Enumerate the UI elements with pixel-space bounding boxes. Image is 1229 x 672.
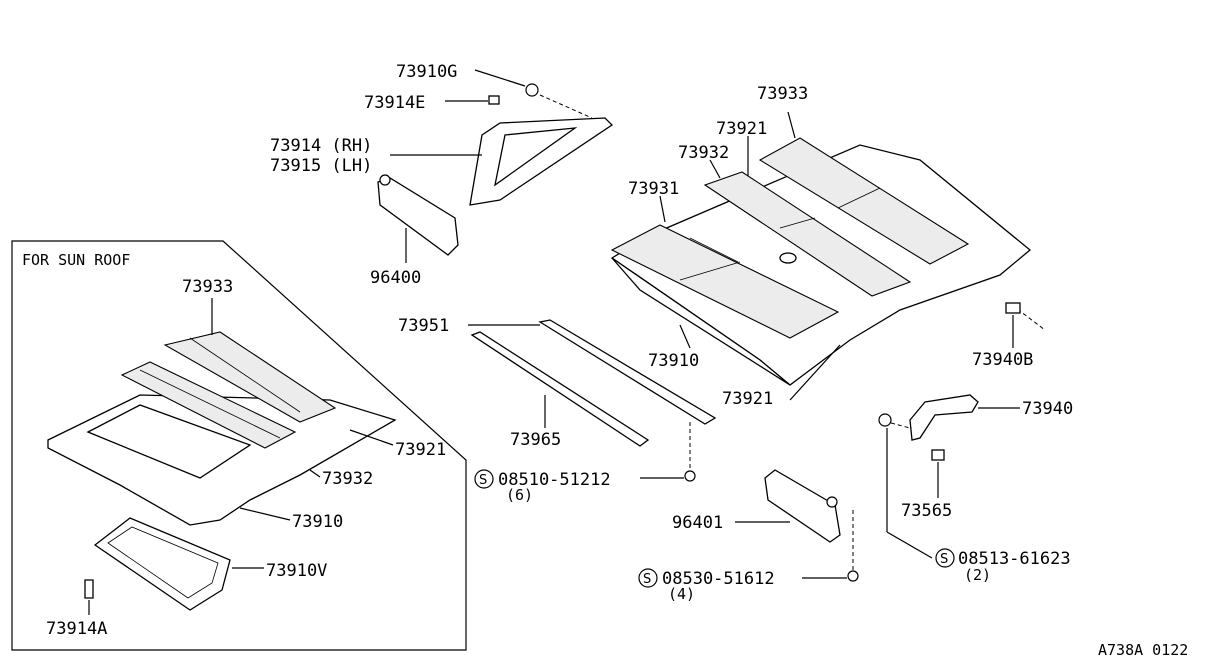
dome-light-hole — [779, 252, 797, 264]
fastener-symbol-text-2: S — [643, 572, 651, 587]
clip-73914E — [488, 95, 500, 105]
inset-label-73932: 73932 — [322, 469, 373, 489]
sun-visor-96401 — [764, 469, 841, 543]
label-73921-bot: 73921 — [722, 389, 773, 409]
inset-label-73914A: 73914A — [46, 619, 107, 639]
fastener-qty-3: (2) — [964, 566, 991, 584]
inset-label-73921: 73921 — [395, 440, 446, 460]
fastener-number-3: 08513-61623 — [958, 549, 1071, 569]
fastener-qty-1: (6) — [506, 486, 533, 504]
headlining-front-edge — [611, 257, 791, 386]
label-96401: 96401 — [672, 513, 723, 533]
inset-sunroof-frame — [93, 517, 231, 611]
fastener-qty-2: (4) — [668, 585, 695, 603]
label-73933: 73933 — [757, 84, 808, 104]
molding-73965 — [470, 331, 650, 447]
inset-clip — [84, 579, 94, 599]
inset-pad-rear — [163, 331, 337, 423]
assist-grip-73940 — [909, 394, 979, 441]
label-73915LH: 73915 (LH) — [270, 156, 372, 176]
sun-visor-96400 — [377, 177, 459, 256]
clip-73910G — [525, 83, 539, 97]
label-73951: 73951 — [398, 316, 449, 336]
cover-73565 — [931, 449, 945, 461]
label-73914RH: 73914 (RH) — [270, 136, 372, 156]
inset-sunroof-opening — [86, 404, 252, 479]
fastener-symbol-3 — [935, 548, 955, 568]
label-73931: 73931 — [628, 179, 679, 199]
label-73921-top: 73921 — [716, 119, 767, 139]
label-73914E: 73914E — [364, 93, 425, 113]
inset-title: FOR SUN ROOF — [22, 251, 130, 269]
label-73965: 73965 — [510, 430, 561, 450]
fastener-symbol-text-1: S — [479, 473, 487, 488]
inset-label-73933: 73933 — [182, 277, 233, 297]
fastener-number-2: 08530-51612 — [662, 569, 775, 589]
grip-trim-window — [494, 127, 578, 187]
label-96400: 96400 — [370, 268, 421, 288]
fastener-number-1: 08510-51212 — [498, 470, 611, 490]
label-73940B: 73940B — [972, 350, 1033, 370]
inset-label-73910V: 73910V — [266, 561, 327, 581]
label-73940: 73940 — [1022, 399, 1073, 419]
label-73910: 73910 — [648, 351, 699, 371]
label-73565: 73565 — [901, 501, 952, 521]
fastener-symbol-1 — [474, 469, 494, 489]
clip-73940B — [1005, 302, 1021, 314]
inset-label-73910: 73910 — [292, 512, 343, 532]
fastener-symbol-text-3: S — [940, 552, 948, 567]
label-73932: 73932 — [678, 143, 729, 163]
label-73910G: 73910G — [396, 62, 457, 82]
diagram-code: A738A 0122 — [1098, 641, 1188, 659]
pad-73933 — [758, 137, 970, 265]
pad-73931 — [610, 224, 840, 339]
molding-73951 — [538, 319, 717, 425]
sunroof-inset-frame — [11, 240, 467, 651]
pad-73932 — [703, 171, 912, 297]
inset-pad-front — [120, 361, 297, 449]
fastener-symbol-2 — [638, 568, 658, 588]
